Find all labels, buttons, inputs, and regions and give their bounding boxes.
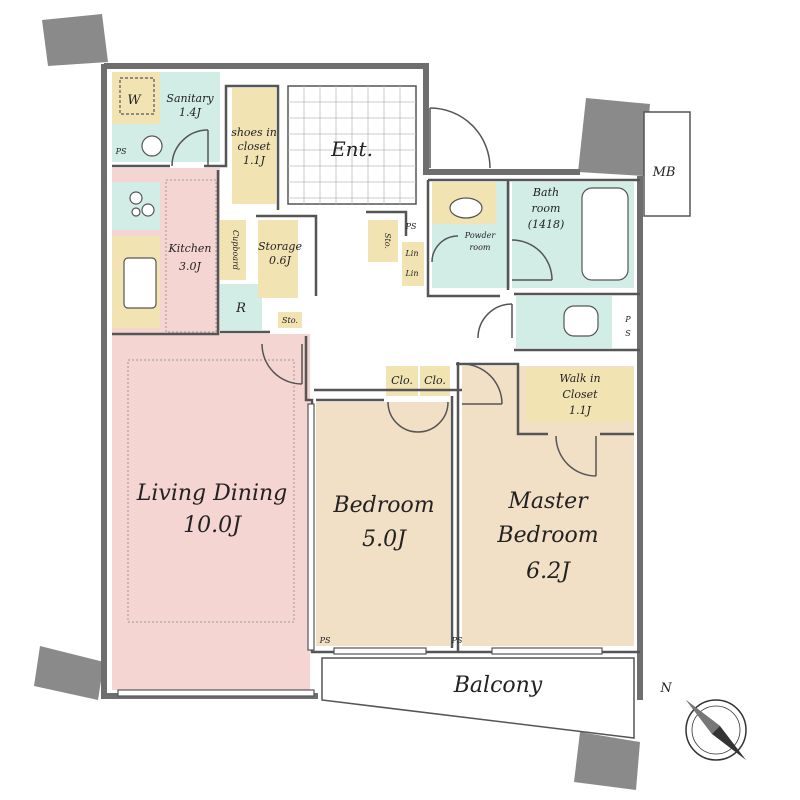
column-top-left bbox=[42, 14, 108, 66]
living-dining-size: 10.0J bbox=[183, 513, 242, 538]
lin-label-2: Lin bbox=[404, 269, 418, 278]
living-dining-label: Living Dining bbox=[136, 481, 288, 506]
bathtub bbox=[581, 187, 629, 281]
ps-label-3: PS bbox=[319, 636, 331, 645]
storage-label: Storage bbox=[258, 240, 302, 253]
washbasin bbox=[449, 197, 483, 219]
balcony-label: Balcony bbox=[453, 673, 543, 698]
walk-in-closet-label-2: Closet bbox=[562, 388, 598, 401]
master-bedroom-label-1: Master bbox=[507, 489, 589, 514]
lin-fill bbox=[402, 242, 424, 286]
sanitary-size: 1.4J bbox=[179, 106, 201, 119]
ps-label-5: P bbox=[624, 315, 631, 324]
storage-size: 0.6J bbox=[269, 254, 291, 267]
bath-room-label-1: Bath bbox=[532, 186, 559, 199]
sanitary-label: Sanitary bbox=[166, 92, 214, 105]
cupboard-label: Cupboard bbox=[231, 230, 240, 270]
balcony-fill bbox=[321, 657, 635, 739]
washer-box bbox=[119, 77, 155, 115]
refrigerator-fill bbox=[220, 284, 262, 330]
walk-in-closet-label-1: Walk in bbox=[559, 372, 600, 385]
toilet bbox=[563, 305, 599, 337]
shoes-closet-fill bbox=[232, 88, 276, 204]
walk-in-closet-fill bbox=[526, 368, 634, 422]
shoes-closet-label-1: shoes in bbox=[231, 126, 277, 139]
sto-small-label: Sto. bbox=[282, 316, 298, 325]
bedroom-label: Bedroom bbox=[332, 493, 434, 518]
windows bbox=[117, 403, 603, 697]
compass-north-label: N bbox=[659, 681, 672, 696]
bath-room-label-2: room bbox=[532, 202, 561, 215]
powder-room-label-1: Powder bbox=[464, 231, 497, 240]
column-top-right bbox=[578, 98, 650, 176]
ps-label-2: PS bbox=[405, 222, 417, 231]
clo2-label: Clo. bbox=[424, 374, 446, 387]
sto-hall-label: Sto. bbox=[383, 233, 392, 249]
mb-label: MB bbox=[652, 165, 676, 180]
lin-label-1: Lin bbox=[404, 249, 418, 258]
fixtures bbox=[119, 77, 629, 337]
bath-room-size: (1418) bbox=[528, 218, 565, 231]
walk-in-closet-size: 1.1J bbox=[569, 404, 591, 417]
column-bottom-left bbox=[34, 646, 104, 700]
sto-hall-fill bbox=[368, 220, 398, 262]
column-bottom-right bbox=[574, 732, 640, 790]
shoes-closet-label-2: closet bbox=[238, 140, 271, 153]
powder-room-label-2: room bbox=[469, 243, 490, 252]
washer-label: W bbox=[127, 93, 142, 108]
compass-rose bbox=[685, 699, 747, 761]
mb-wall bbox=[643, 111, 691, 217]
living-dining-fill bbox=[112, 334, 310, 690]
kitchen-lower-fill bbox=[160, 168, 218, 334]
ps-label-1: PS bbox=[115, 147, 127, 156]
ps-label-6: S bbox=[625, 329, 631, 338]
sto-small-fill bbox=[278, 312, 302, 328]
cupboard-fill bbox=[220, 220, 246, 280]
entrance-tiles bbox=[287, 85, 417, 205]
kitchen-dotted-area bbox=[165, 179, 217, 333]
shoes-closet-size: 1.1J bbox=[243, 154, 265, 167]
refrigerator-label: R bbox=[235, 301, 246, 316]
kitchen-sink bbox=[123, 257, 157, 309]
clo1-label: Clo. bbox=[391, 374, 413, 387]
living-rug bbox=[127, 359, 295, 623]
entrance-label: Ent. bbox=[330, 137, 373, 161]
bedroom-fill bbox=[316, 402, 450, 646]
master-bedroom-label-2: Bedroom bbox=[496, 523, 598, 548]
kitchen-label: Kitchen bbox=[168, 242, 212, 255]
door-swings bbox=[171, 107, 597, 477]
sanitary-sink bbox=[141, 135, 163, 157]
ps-label-4: PS bbox=[451, 636, 463, 645]
kitchen-size: 3.0J bbox=[179, 260, 201, 273]
bedroom-size: 5.0J bbox=[362, 527, 407, 552]
master-bedroom-size: 6.2J bbox=[526, 559, 571, 584]
storage-fill bbox=[258, 220, 298, 298]
